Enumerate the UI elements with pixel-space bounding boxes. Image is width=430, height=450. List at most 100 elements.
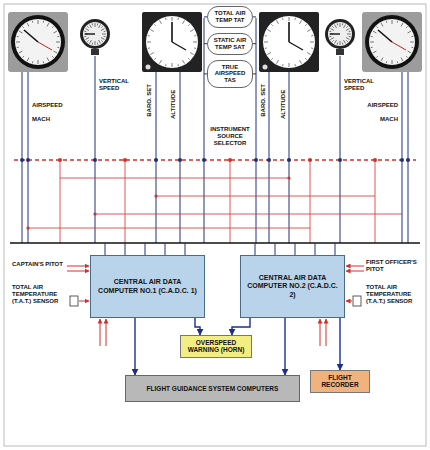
selector-dots: [338, 158, 342, 162]
dial-ticks: [84, 34, 88, 35]
dial-ticks: [370, 42, 374, 43]
left-airspeed-indicator: [38, 42, 52, 50]
selector-dots: [93, 158, 97, 162]
dial-ticks: [397, 21, 399, 23]
column-stubs: [253, 73, 256, 74]
right-airspeed-indicator: [369, 19, 415, 65]
right-airspeed-indicator: [365, 15, 419, 69]
dial-ticks: [330, 29, 333, 31]
system-box: FLIGHT GUIDANCE SYSTEM COMPUTERS: [125, 375, 300, 402]
dial-ticks: [92, 23, 94, 25]
dial-ticks: [57, 47, 59, 49]
dial-ticks: [85, 38, 88, 40]
box-text: TRUE AIRSPEED TAS: [212, 64, 248, 85]
dial-ticks: [401, 23, 403, 26]
box-text: OVERSPEED WARNING (HORN): [185, 339, 247, 354]
bus-drops: [295, 243, 296, 255]
left-airspeed-indicator: [24, 30, 38, 42]
dial-ticks: [104, 36, 106, 38]
dial-ticks: [392, 60, 393, 64]
dial-ticks: [95, 41, 96, 45]
selector-dots: [20, 158, 24, 162]
recorder-box: FLIGHT RECORDER: [310, 370, 370, 393]
dial-ticks: [56, 42, 60, 43]
dial-ticks: [282, 18, 284, 20]
bus-drops: [315, 243, 316, 255]
selector-dots: [406, 158, 410, 162]
signal-label: BARO. SET: [259, 84, 266, 117]
dial-ticks: [97, 43, 99, 45]
right-airspeed-indicator: [362, 12, 422, 72]
signal-label: MACH: [32, 116, 76, 123]
left-vertical-speed-indicator: [85, 33, 95, 34]
signal-label: MACH: [354, 116, 398, 123]
bus-drops: [165, 243, 166, 255]
dial-ticks: [376, 56, 377, 57]
dial-ticks: [346, 38, 349, 40]
dial-ticks: [95, 23, 96, 27]
instrument-wires: [402, 72, 403, 243]
dial-ticks: [373, 31, 376, 33]
right-vertical-speed-indicator: [330, 33, 340, 34]
right-altimeter: [288, 22, 290, 42]
dial-ticks: [19, 31, 22, 33]
right-vertical-speed-indicator: [325, 19, 355, 49]
dial-ticks: [337, 23, 339, 25]
signal-label: ALTITUDE: [280, 89, 287, 118]
cross-feed-wires: [95, 214, 402, 215]
cross-feed-wires: [60, 178, 289, 179]
sensor-inputs: [106, 319, 107, 346]
right-altimeter: [289, 42, 303, 50]
bus-drops: [275, 243, 276, 255]
bus-drops: [105, 243, 335, 255]
dial-ticks: [307, 30, 310, 32]
dial-ticks: [411, 36, 413, 38]
readout-box: TOTAL AIR TEMP TAT: [207, 6, 253, 28]
dial-ticks: [311, 35, 313, 37]
dial-ticks: [194, 35, 196, 37]
dial-ticks: [346, 29, 349, 31]
dial-ticks: [265, 47, 267, 49]
dial-ticks: [335, 24, 337, 27]
computer-box: CENTRAL AIR DATA COMPUTER NO.2 (C.A.D.C.…: [240, 255, 345, 318]
dial-ticks: [84, 31, 86, 33]
sensor-inputs: [79, 301, 89, 302]
left-altimeter: [171, 22, 173, 42]
dial-ticks: [277, 60, 279, 63]
dial-ticks: [408, 31, 411, 33]
selector-dots: [287, 158, 291, 162]
dial-ticks: [406, 56, 407, 57]
left-airspeed-indicator: [8, 12, 68, 72]
frame: [4, 4, 426, 446]
dial-ticks: [349, 31, 351, 33]
dial-ticks: [165, 18, 167, 20]
dial-ticks: [381, 23, 383, 26]
bus-drops: [145, 243, 146, 255]
bus-drops: [335, 243, 336, 255]
instrument-wires: [22, 18, 408, 243]
dial-ticks: [386, 61, 388, 63]
dial-ticks: [337, 43, 339, 45]
dial-ticks: [277, 20, 279, 23]
left-altimeter: [172, 42, 186, 50]
right-altimeter: [259, 12, 319, 72]
selector-dots-red: [26, 226, 29, 229]
dial-ticks: [265, 35, 267, 37]
dial-ticks: [344, 24, 346, 27]
sensor-label: TOTAL AIR TEMPERATURE (T.A.T.) SENSOR: [12, 284, 67, 305]
selector-dots-red: [93, 212, 96, 215]
dial-ticks: [410, 42, 414, 43]
cross-feed-wires: [310, 160, 311, 243]
dial-ticks: [408, 51, 411, 53]
dial-ticks: [54, 31, 57, 33]
dial-ticks: [271, 58, 272, 59]
dial-ticks: [84, 36, 86, 38]
signal-label: AIRSPEED: [354, 102, 398, 109]
signal-arrow: [232, 318, 250, 335]
dial-ticks: [150, 30, 153, 32]
selector-dots-red: [154, 194, 157, 197]
dial-ticks: [102, 34, 106, 35]
selector-dots: [178, 158, 182, 162]
dial-ticks: [300, 20, 302, 23]
